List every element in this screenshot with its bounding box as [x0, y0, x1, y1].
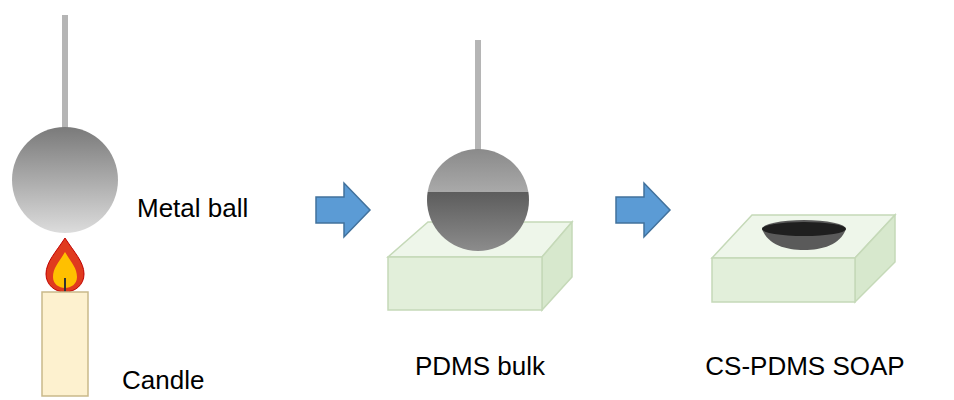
candle-body [42, 292, 88, 396]
slab-side [855, 215, 895, 302]
wick [64, 278, 66, 292]
metal-ball-embedded [427, 192, 529, 251]
cavity-rim [762, 222, 846, 236]
rod [62, 15, 68, 130]
metal-ball [12, 127, 118, 233]
block-arrow [316, 183, 370, 237]
slab-side [542, 222, 572, 310]
metal-ball [427, 149, 529, 192]
part-label: Metal ball [137, 194, 248, 223]
slab-front [388, 257, 542, 310]
concave-cavity [762, 220, 846, 250]
flame-outer [46, 238, 84, 292]
block-arrow [616, 183, 670, 237]
part-label: Candle [122, 366, 204, 395]
rod [475, 40, 481, 150]
slab-front [712, 258, 855, 302]
stage-label: PDMS bulk [415, 352, 545, 381]
stage-label: CS-PDMS SOAP [705, 352, 904, 381]
